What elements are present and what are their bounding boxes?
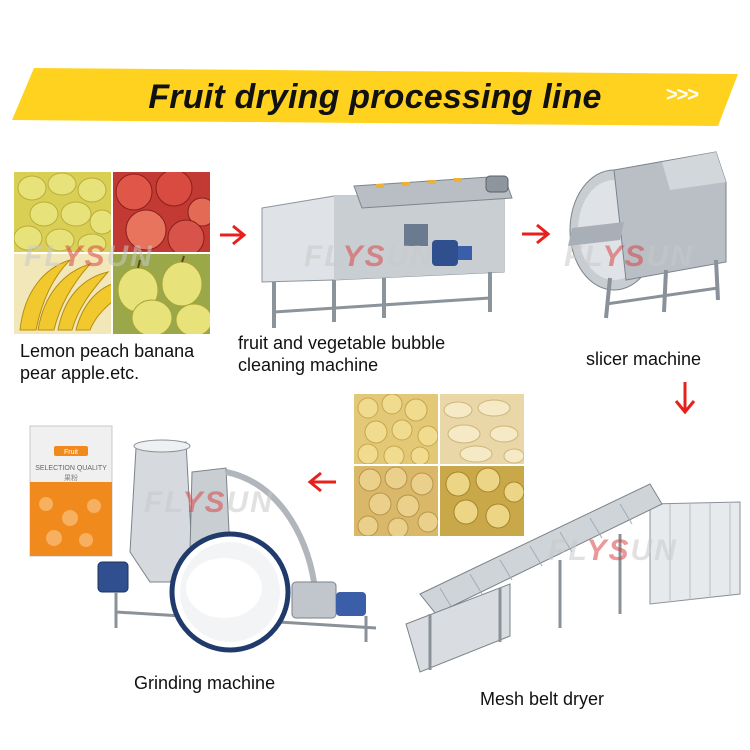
raw-fruit-caption: Lemon peach banana pear apple.etc. (20, 340, 230, 384)
caption-line: Mesh belt dryer (480, 689, 605, 709)
mesh-belt-dryer-caption: Mesh belt dryer (480, 688, 680, 710)
caption-line: Grinding machine (134, 673, 276, 693)
raw-fruit-photo (14, 172, 210, 334)
brand-watermark: FLYSUN (24, 240, 154, 273)
slicer-caption: slicer machine (586, 348, 736, 370)
caption-line: Lemon peach banana (20, 341, 195, 361)
arrow-right-icon (522, 223, 551, 245)
caption-line: slicer machine (586, 349, 702, 369)
brand-watermark: FLYSUN (564, 240, 694, 273)
arrow-down-icon (674, 382, 696, 415)
page-title: Fruit drying processing line (148, 78, 602, 116)
brand-watermark: FLYSUN (144, 486, 274, 519)
mesh-belt-dryer-image (400, 464, 748, 680)
arrow-left-icon (307, 471, 336, 493)
package-label: SELECTION QUALITY (35, 465, 107, 472)
slicer-machine-image (566, 142, 732, 324)
caption-line: cleaning machine (238, 355, 379, 375)
grinding-caption: Grinding machine (134, 672, 334, 694)
brand-watermark: FLYSUN (304, 240, 434, 273)
powder-package-image: Fruit SELECTION QUALITY 果粉 (24, 422, 118, 560)
caption-line: pear apple.etc. (20, 363, 140, 383)
package-brand: Fruit (64, 449, 78, 456)
bubble-cleaning-machine-image (254, 172, 516, 332)
chevrons-icon: >>> (665, 84, 699, 106)
bubble-cleaning-caption: fruit and vegetable bubble cleaning mach… (238, 332, 498, 376)
dried-fruit-photo (354, 394, 524, 536)
caption-line: fruit and vegetable bubble (238, 333, 446, 353)
package-sublabel: 果粉 (64, 473, 78, 482)
brand-watermark: FLYSUN (548, 534, 678, 567)
banner-shape (12, 68, 738, 126)
title-banner: Fruit drying processing line >>> (12, 68, 738, 126)
arrow-right-icon (220, 224, 247, 246)
grinding-machine-image (96, 432, 384, 654)
